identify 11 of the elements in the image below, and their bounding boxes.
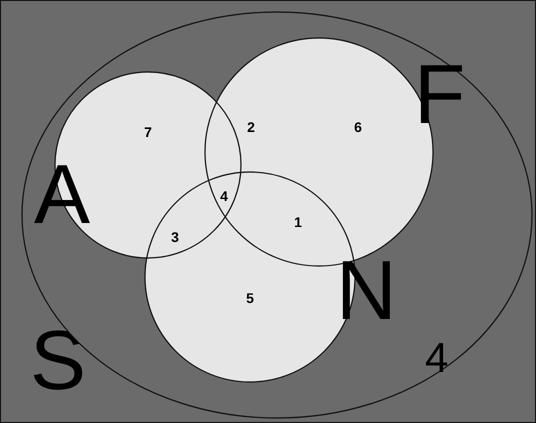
set-label: 4	[425, 337, 448, 379]
region-count: 5	[246, 291, 254, 305]
region-count: 4	[220, 189, 228, 203]
set-label: F	[414, 52, 466, 136]
region-count: 7	[144, 125, 152, 139]
set-label: A	[34, 152, 90, 236]
region-count: 6	[354, 120, 362, 134]
set-label: S	[30, 318, 86, 402]
region-count: 2	[247, 120, 255, 134]
region-count: 1	[294, 215, 302, 229]
region-count: 3	[171, 230, 179, 244]
